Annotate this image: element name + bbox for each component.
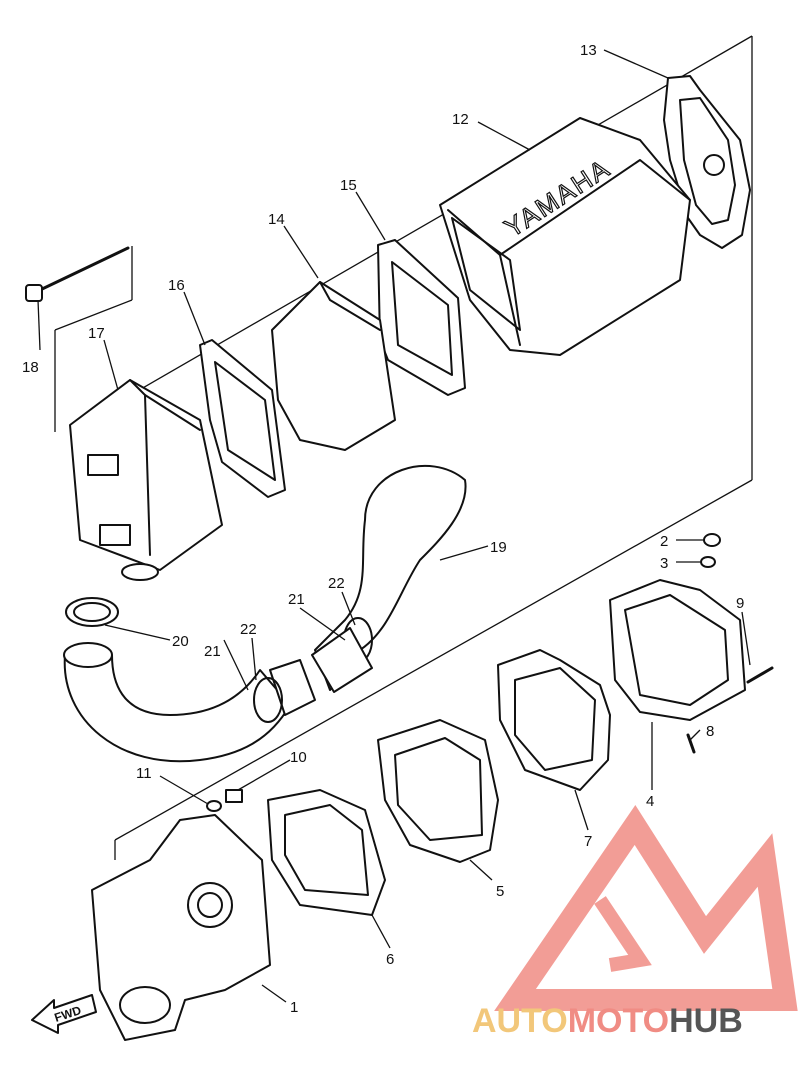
label-8: 8 — [706, 723, 714, 740]
part-20-clamp — [65, 597, 119, 627]
label-11: 11 — [136, 765, 152, 782]
label-14: 14 — [268, 211, 285, 228]
part-2-3-screw — [700, 533, 721, 568]
label-16: 16 — [168, 277, 185, 294]
lower-hose — [63, 642, 316, 763]
watermark-text: AUTOMOTOHUB — [472, 1002, 743, 1040]
part-7-gasket — [497, 649, 611, 791]
part-8-9-bolts — [686, 666, 774, 754]
label-3: 3 — [660, 555, 668, 572]
part-1-exhaust-guide — [91, 814, 271, 1041]
part-16-gasket — [199, 339, 286, 498]
label-20: 20 — [172, 633, 189, 650]
label-21b: 21 — [288, 591, 305, 608]
label-17: 17 — [88, 325, 105, 342]
part-12-muffler-housing: YAMAHA — [439, 117, 691, 356]
label-9: 9 — [736, 595, 744, 612]
label-6: 6 — [386, 951, 394, 968]
part-21-22-clamps — [253, 617, 373, 723]
label-15: 15 — [340, 177, 357, 194]
label-18: 18 — [22, 359, 39, 376]
label-4: 4 — [646, 793, 654, 810]
part-4-housing — [609, 579, 746, 721]
label-2: 2 — [660, 533, 668, 550]
label-19: 19 — [490, 539, 507, 556]
fwd-arrow: FWD — [31, 994, 97, 1034]
svg-text:AUTOMOTOHUB: AUTOMOTOHUB — [472, 1002, 743, 1040]
part-14-cover — [271, 281, 396, 451]
alignment-lines — [54, 35, 753, 860]
label-1: 1 — [290, 999, 298, 1016]
label-22a: 22 — [240, 621, 257, 638]
watermark-moto: MOTO — [568, 1002, 669, 1040]
part-10-11-bolt — [206, 789, 243, 812]
part-6-gasket — [267, 789, 386, 916]
label-10: 10 — [290, 749, 307, 766]
label-5: 5 — [496, 883, 504, 900]
watermark-logo — [494, 805, 798, 1011]
label-22b: 22 — [328, 575, 345, 592]
label-7: 7 — [584, 833, 592, 850]
part-18-bolt — [25, 246, 130, 302]
label-12: 12 — [452, 111, 469, 128]
part-number-labels: 13 12 15 14 16 17 18 19 20 21 22 21 22 2… — [22, 42, 744, 1016]
part-5-gasket — [377, 719, 499, 863]
watermark-hub: HUB — [669, 1002, 743, 1040]
label-21a: 21 — [204, 643, 221, 660]
part-17-silencer — [69, 379, 223, 581]
leader-lines — [37, 49, 751, 1003]
part-15-gasket — [377, 239, 466, 396]
watermark-auto: AUTO — [472, 1002, 568, 1040]
label-13: 13 — [580, 42, 597, 59]
